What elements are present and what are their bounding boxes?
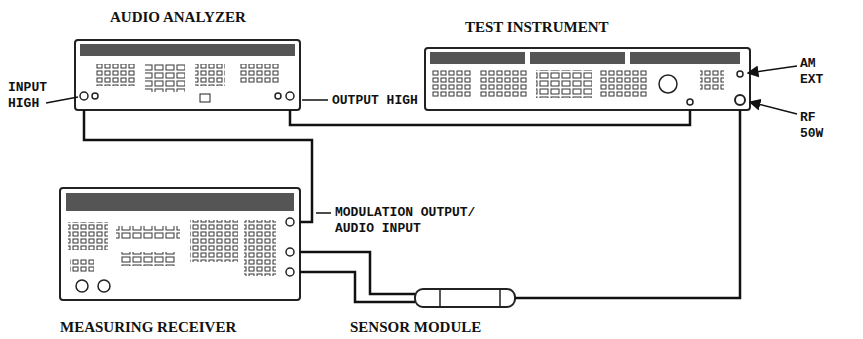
test-instrument-box: TEST INSTRUMENT <box>425 48 750 110</box>
instrument-title: AUDIO ANALYZER <box>110 8 246 26</box>
instrument-title: SENSOR MODULE <box>350 318 481 336</box>
port-label: MODULATION OUTPUT/ AUDIO INPUT <box>335 205 495 237</box>
port-label: AM EXT <box>800 56 840 88</box>
cable-connector <box>515 110 740 298</box>
measuring-receiver-box: MEASURING RECEIVER <box>60 188 300 300</box>
cable-connector <box>300 272 415 302</box>
sensor-module-box: SENSOR MODULE <box>415 289 515 307</box>
audio-analyzer-drawing <box>75 40 300 110</box>
audio-analyzer-box: AUDIO ANALYZER <box>75 40 300 110</box>
instrument-title: MEASURING RECEIVER <box>60 318 236 336</box>
leader-arrow <box>750 102 797 114</box>
cable-connector <box>290 110 690 125</box>
leader-line <box>316 212 331 214</box>
sensor-module-drawing <box>415 289 515 307</box>
port-label: RF 50W <box>800 110 840 142</box>
measuring-receiver-drawing <box>60 188 300 300</box>
port-label: OUTPUT HIGH <box>332 93 418 109</box>
instrument-title: TEST INSTRUMENT <box>465 18 609 36</box>
leader-line <box>302 99 328 101</box>
test-instrument-drawing <box>425 48 750 110</box>
leader-arrow <box>748 66 797 73</box>
leader-line <box>46 97 78 103</box>
cable-connector <box>84 110 312 222</box>
port-label: INPUT HIGH <box>8 80 68 112</box>
